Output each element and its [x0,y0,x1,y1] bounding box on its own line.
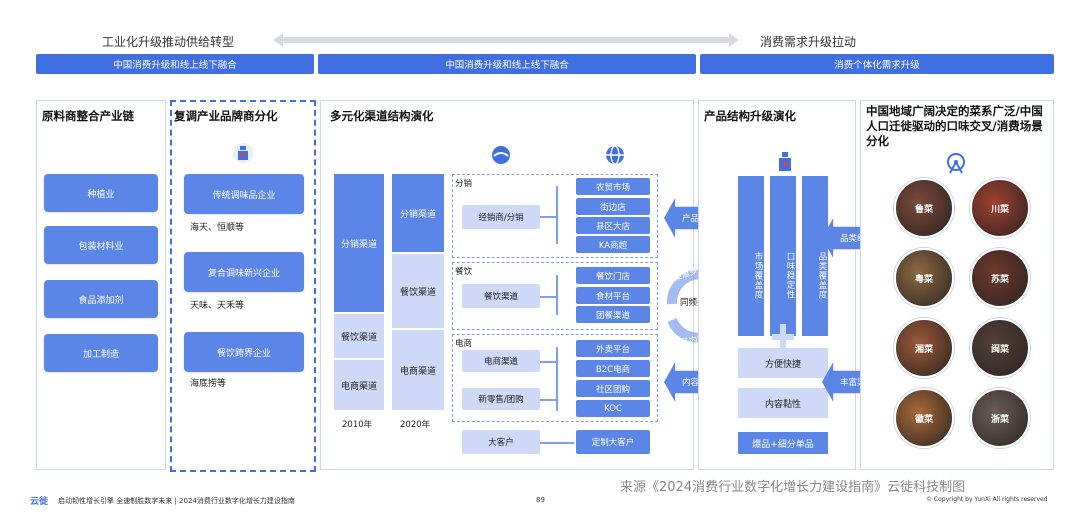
out-farm-market: 农贸市场 [576,178,650,195]
cuisine-hui: 徽菜 [894,388,954,448]
footer-slogan: 启动韧性增长引擎 全速制胜数字未来 | 2024消费行业数字化增长力建设指南 [58,497,295,505]
cuisine-zhe: 浙菜 [970,388,1030,448]
copyright: © Copyright by YunXi All rights reserved [926,496,1048,503]
out-koc: KOC [576,400,650,417]
out-b2c: B2C电商 [576,360,650,377]
connector [540,442,574,444]
year-2010: 2010年 [342,420,373,430]
banner-supply: 中国消费升级和线上线下融合 [36,54,314,74]
cuisine-lu: 鲁菜 [894,178,954,238]
supply-label: 工业化升级推动供给转型 [102,35,235,49]
connector [540,296,556,298]
connector [556,275,558,315]
out-food-platform: 食材平台 [576,287,650,304]
box-hit-products: 爆品+细分单品 [738,432,828,454]
out-takeout: 外卖平台 [576,340,650,357]
group-distribution-label: 分销 [455,179,473,189]
box-content-stickiness: 内容黏性 [738,388,828,418]
source-ecommerce: 电商渠道 [462,350,540,372]
globe-icon [604,144,626,166]
item-planting: 种植业 [44,174,158,212]
out-group-meal: 团餐渠道 [576,306,650,323]
ferris-wheel-icon [944,152,968,174]
box-convenience: 方便快捷 [738,348,828,378]
col2-title: 复调产业品牌商分化 [174,109,278,123]
brand-catering: 餐饮跨界企业 [184,332,304,372]
plus-icon [772,324,794,350]
group-catering-label: 餐饮 [455,267,473,277]
item-packaging: 包装材料业 [44,226,158,264]
double-arrow-right-head [729,33,739,47]
page-number: 89 [536,496,545,504]
col5-title: 中国地域广阔决定的菜系广泛/中国人口迁徙驱动的口味交叉/消费场景分化 [866,104,1043,148]
connector [540,361,556,363]
handshake-globe-icon [490,144,512,166]
col1-title: 原料商整合产业链 [42,109,134,123]
connector [540,399,556,401]
brand-traditional-note: 海天、恒顺等 [190,223,245,233]
double-arrow-left-head [273,33,283,47]
bar-2010-ecommerce: 电商渠道 [334,360,384,410]
out-ka: KA商超 [576,236,650,253]
sauce-bottle-icon [232,142,254,164]
out-custom-client: 定制大客户 [576,430,650,454]
bar-2020-ecommerce: 电商渠道 [392,330,444,410]
cuisine-su: 苏菜 [970,248,1030,308]
vbar-market: 市场覆盖度 [738,176,764,336]
banner-channel: 中国消费升级和线上线下融合 [318,54,696,74]
bar-2010-catering: 餐饮渠道 [334,314,384,358]
out-county-store: 县区大店 [576,217,650,234]
source-big-client: 大客户 [462,430,540,454]
cuisine-yue: 粤菜 [894,248,954,308]
item-processing: 加工制造 [44,334,158,372]
double-arrow-line [282,37,730,43]
group-ecommerce-label: 电商 [455,339,473,349]
connector [556,186,558,244]
source-catering: 餐饮渠道 [462,284,540,308]
vbar-category: 品类覆盖度 [802,176,828,336]
cycle-mid-label: 同频共振 [680,298,715,308]
cuisine-min: 闽菜 [970,318,1030,378]
out-street-store: 街边店 [576,198,650,215]
bar-2020-distribution: 分销渠道 [392,174,444,252]
connector [556,347,558,411]
vbar-taste: 口味稳定性 [770,176,796,336]
col4-title: 产品结构升级演化 [704,109,796,123]
out-restaurant: 餐饮门店 [576,267,650,284]
source-new-retail: 新零售/团购 [462,388,540,410]
item-additives: 食品添加剂 [44,280,158,318]
banner-demand: 消费个体化需求升级 [700,54,1054,74]
brand-logo: 云徙 [30,497,49,507]
year-2020: 2020年 [400,420,431,430]
brand-catering-note: 海底捞等 [190,379,227,389]
source-caption: 来源《2024消费行业数字化增长力建设指南》云徙科技制图 [620,480,966,495]
brand-compound: 复合调味新兴企业 [184,252,304,292]
bar-2010-distribution: 分销渠道 [334,174,384,312]
cuisine-chuan: 川菜 [970,178,1030,238]
brand-compound-note: 天味、天禾等 [190,301,245,311]
source-distributor: 经销商/分销 [462,205,540,229]
connector [540,216,556,218]
sauce-bottle-icon [774,150,796,172]
cuisine-xiang: 湘菜 [894,318,954,378]
bar-2020-catering: 餐饮渠道 [392,254,444,328]
col3-title: 多元化渠道结构演化 [330,109,434,123]
out-community: 社区团购 [576,380,650,397]
brand-traditional: 传统调味品企业 [184,174,304,214]
demand-label: 消费需求升级拉动 [760,35,857,49]
